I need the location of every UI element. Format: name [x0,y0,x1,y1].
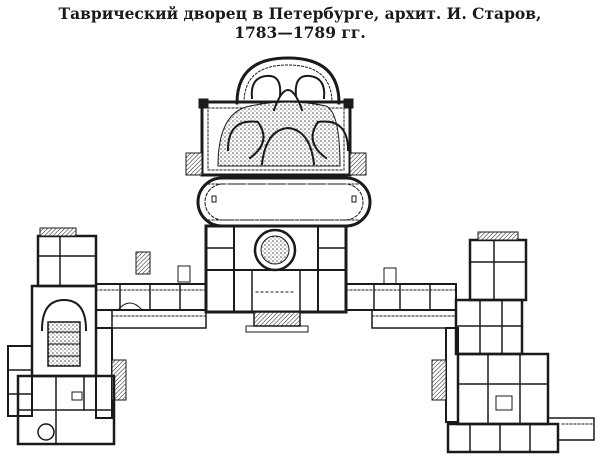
caption-dates: 1783—1789 гг. [234,23,366,42]
figure-caption: Таврический дворец в Петербурге, архит. … [0,4,600,42]
oval-hall [196,176,372,228]
right-wing [431,231,595,454]
left-wing [7,227,127,446]
winter-garden [185,56,367,177]
caption-title: Таврический дворец в Петербурге, архит. … [58,4,542,23]
central-block [204,224,348,333]
